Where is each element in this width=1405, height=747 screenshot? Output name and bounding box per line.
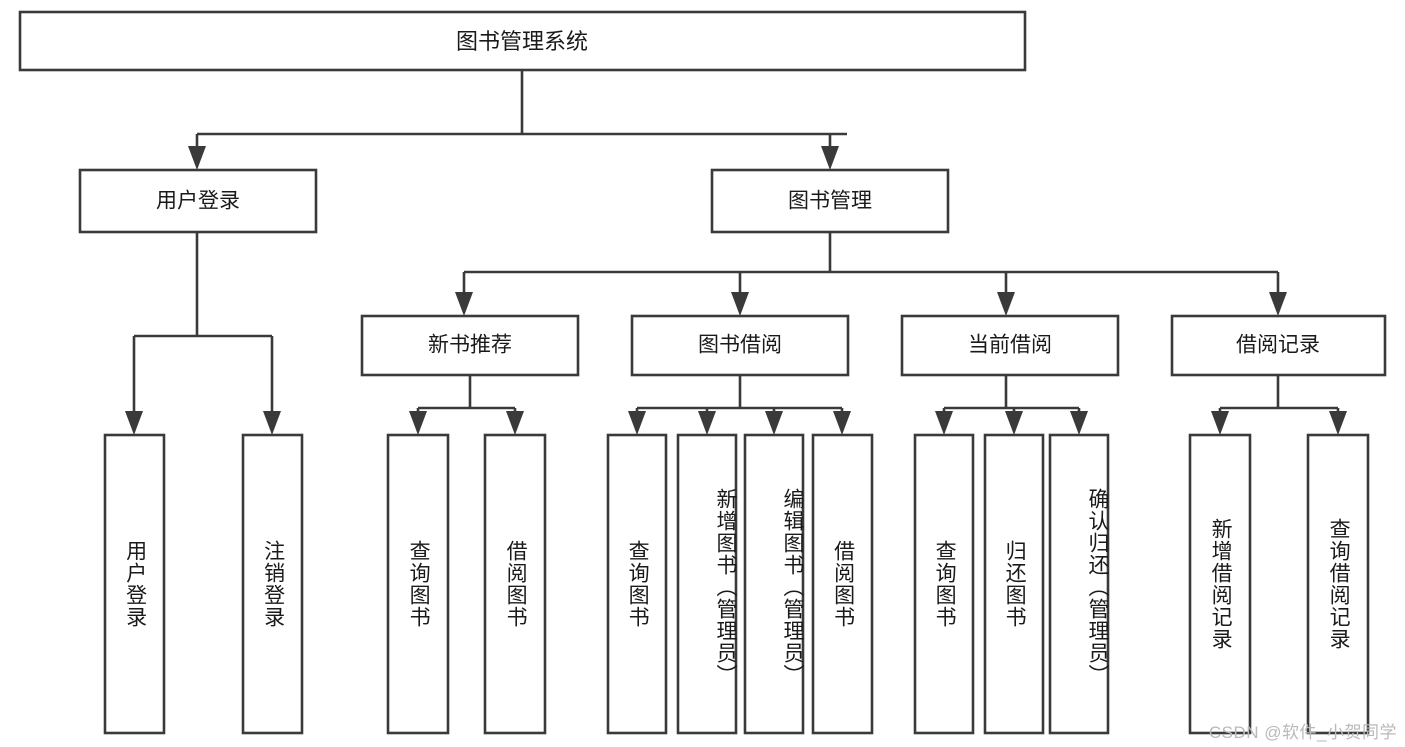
leaf-box-borrow-book-2[interactable] — [811, 433, 874, 735]
arrow-head-icon — [455, 292, 473, 316]
node-user-login-label: 用户登录 — [156, 190, 240, 213]
arrow-head-icon — [263, 411, 281, 435]
leaf-box-query-record[interactable] — [1306, 433, 1370, 735]
leaf-box-borrow-book-1[interactable] — [483, 433, 547, 735]
node-book-manage-box[interactable] — [710, 168, 950, 234]
node-current-borrow[interactable]: 当前借阅 — [900, 314, 1120, 377]
node-root-label: 图书管理系统 — [456, 29, 588, 54]
arrow-head-icon — [1211, 411, 1229, 435]
node-borrow-record[interactable]: 借阅记录 — [1170, 314, 1387, 377]
arrow-head-icon — [731, 292, 749, 316]
node-borrow-record-label: 借阅记录 — [1236, 334, 1320, 357]
arrow-head-icon — [628, 411, 646, 435]
arrow-head-icon — [409, 411, 427, 435]
node-new-book-recommend-box[interactable] — [360, 314, 580, 377]
arrow-head-icon — [833, 411, 851, 435]
leaf-box-add-record[interactable] — [1188, 433, 1252, 735]
arrow-head-icon — [125, 411, 143, 435]
node-borrow-record-box[interactable] — [1170, 314, 1387, 377]
arrow-head-icon — [1005, 411, 1023, 435]
leaf-box-confirm-return[interactable] — [1048, 433, 1110, 735]
node-book-manage-label: 图书管理 — [788, 190, 872, 213]
connector-bookmanage-to-level3 — [455, 232, 1287, 316]
arrow-head-icon — [765, 411, 783, 435]
node-new-book-recommend[interactable]: 新书推荐 — [360, 314, 580, 377]
node-book-borrow[interactable]: 图书借阅 — [630, 314, 850, 377]
leaf-box-add-book[interactable] — [676, 433, 738, 735]
arrow-head-icon — [506, 411, 524, 435]
arrow-head-icon — [935, 411, 953, 435]
connector-bookborrow-to-leaves — [628, 375, 851, 435]
connector-root-to-level2 — [188, 70, 847, 170]
leaf-box-logout[interactable] — [241, 433, 304, 735]
connector-currentborrow-to-leaves — [935, 375, 1088, 435]
node-root[interactable]: 图书管理系统 — [18, 10, 1027, 72]
node-new-book-recommend-label: 新书推荐 — [428, 334, 512, 357]
node-book-borrow-label: 图书借阅 — [698, 334, 782, 357]
leaf-box-edit-book[interactable] — [743, 433, 805, 735]
arrow-head-icon — [1329, 411, 1347, 435]
node-user-login[interactable]: 用户登录 — [78, 168, 318, 234]
arrow-head-icon — [188, 146, 206, 170]
leaf-box-query-book-3[interactable] — [913, 433, 975, 735]
connector-userlogin-to-leaves — [125, 232, 281, 435]
leaf-box-return-book[interactable] — [983, 433, 1045, 735]
node-user-login-box[interactable] — [78, 168, 318, 234]
node-current-borrow-label: 当前借阅 — [968, 334, 1052, 357]
connector-borrowrecord-to-leaves — [1211, 375, 1347, 435]
arrow-head-icon — [1269, 292, 1287, 316]
node-current-borrow-box[interactable] — [900, 314, 1120, 377]
node-root-box[interactable] — [18, 10, 1027, 72]
arrow-head-icon — [698, 411, 716, 435]
leaf-box-query-book-1[interactable] — [386, 433, 450, 735]
csdn-watermark: CSDN @软件_小贺同学 — [1208, 723, 1397, 742]
leaf-box-user-login[interactable] — [103, 433, 166, 735]
node-book-manage[interactable]: 图书管理 — [710, 168, 950, 234]
node-book-borrow-box[interactable] — [630, 314, 850, 377]
arrow-head-icon — [1070, 411, 1088, 435]
arrow-head-icon — [821, 146, 839, 170]
leaf-box-query-book-2[interactable] — [606, 433, 668, 735]
arrow-head-icon — [997, 292, 1015, 316]
connector-newbook-to-leaves — [409, 375, 524, 435]
